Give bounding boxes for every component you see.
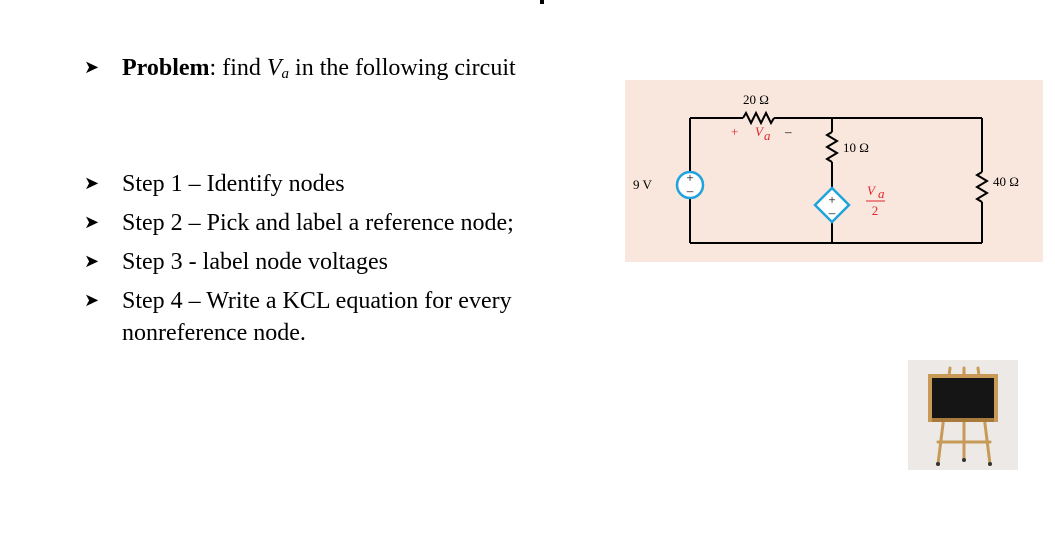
problem-text-before: : find [209, 55, 267, 81]
chalkboard-image [908, 360, 1018, 470]
dependent-source-icon [813, 186, 851, 224]
dep-minus: – [828, 205, 836, 220]
step-text: Step 1 – Identify nodes [122, 171, 345, 197]
problem-var-sub: a [281, 66, 290, 82]
source-minus: – [686, 183, 694, 198]
resistor-10-label: 10 Ω [843, 140, 869, 155]
step-text: Step 2 – Pick and label a reference node… [122, 210, 514, 236]
dep-num-var: V [867, 183, 877, 198]
step-item: ➤ Step 2 – Pick and label a reference no… [84, 207, 514, 239]
chalkboard-easel-icon [908, 360, 1018, 470]
step-text: Step 4 – Write a KCL equation for every … [122, 288, 512, 346]
va-var: V [755, 124, 765, 139]
circuit-diagram: + – 9 V + – 20 Ω + V a – 10 Ω 40 Ω V a 2 [625, 80, 1043, 262]
voltage-source-icon [675, 170, 705, 200]
problem-var: V [266, 55, 282, 81]
step-item: ➤ Step 3 - label node voltages [84, 246, 388, 278]
dep-den: 2 [872, 203, 879, 218]
source-plus: + [686, 170, 693, 185]
arrow-bullet-icon: ➤ [84, 212, 100, 233]
va-plus: + [731, 124, 738, 139]
dep-plus: + [828, 192, 835, 207]
dep-num-sub: a [878, 186, 885, 201]
resistor-40-label: 40 Ω [993, 174, 1019, 189]
arrow-bullet-icon: ➤ [84, 57, 100, 78]
resistor-10-zigzag [825, 131, 839, 163]
problem-text-after: in the following circuit [289, 55, 516, 81]
source-label: 9 V [633, 177, 653, 192]
arrow-bullet-icon: ➤ [84, 173, 100, 194]
problem-label: Problem [122, 55, 210, 81]
va-sub: a [764, 128, 771, 143]
title-text-fragment [540, 0, 544, 4]
resistor-20-label: 20 Ω [743, 92, 769, 107]
arrow-bullet-icon: ➤ [84, 290, 100, 311]
resistor-20-zigzag [742, 110, 775, 126]
step-item: ➤ Step 4 – Write a KCL equation for ever… [84, 285, 582, 349]
va-minus: – [784, 124, 792, 139]
problem-bullet: ➤ Problem: find Va in the following circ… [84, 52, 516, 90]
resistor-40-zigzag [975, 171, 989, 203]
step-text: Step 3 - label node voltages [122, 249, 388, 275]
step-item: ➤ Step 1 – Identify nodes [84, 168, 345, 200]
arrow-bullet-icon: ➤ [84, 251, 100, 272]
circuit-schematic: + – 9 V + – 20 Ω + V a – 10 Ω 40 Ω V a 2 [633, 92, 1019, 244]
problem-statement: Problem: find Va in the following circui… [122, 52, 516, 90]
